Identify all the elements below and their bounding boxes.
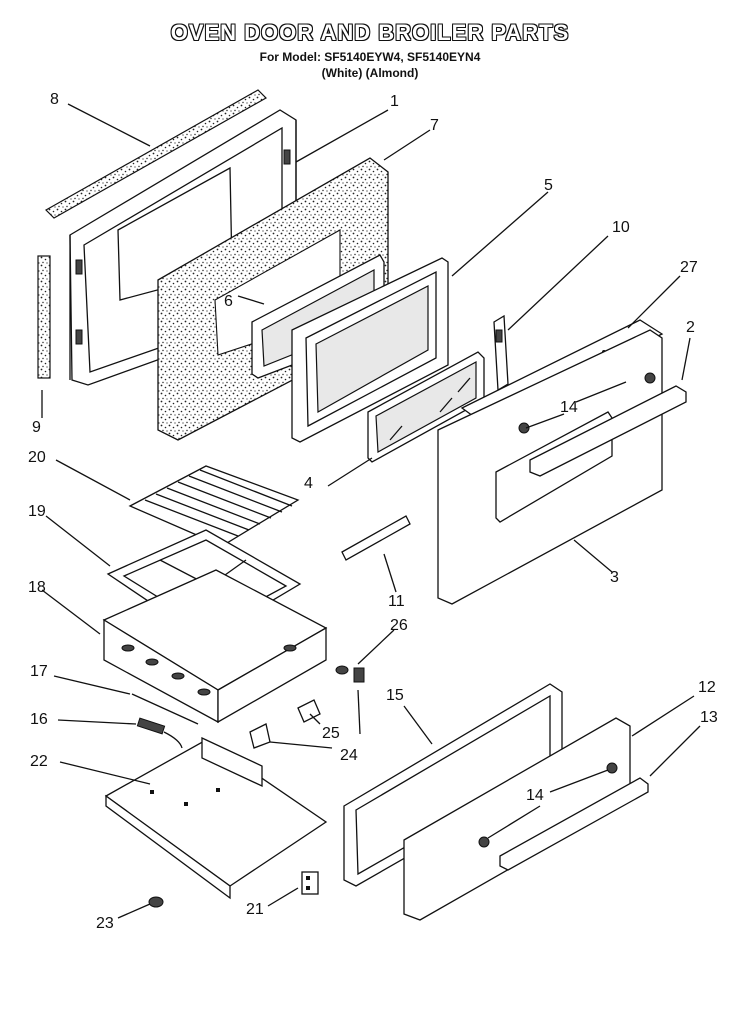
- part-11-clip: [341, 515, 411, 561]
- callout-26: 26: [390, 617, 408, 634]
- callout-15: 15: [386, 687, 404, 704]
- callout-21: 21: [246, 901, 264, 918]
- part-20-broiler-grid: [128, 465, 300, 547]
- page-title: OVEN DOOR AND BROILER PARTS: [170, 20, 570, 45]
- model-line: For Model: SF5140EYW4, SF5140EYN4: [259, 50, 481, 64]
- callout-16: 16: [30, 711, 48, 728]
- part-8-top-gasket: [45, 89, 267, 219]
- callout-13: 13: [700, 709, 718, 726]
- callout-23: 23: [96, 915, 114, 932]
- callout-4: 4: [304, 475, 313, 492]
- part-17-rod: [131, 693, 199, 725]
- callout-12: 12: [698, 679, 716, 696]
- callout-10: 10: [612, 219, 630, 236]
- part-22-broiler-floor: [104, 736, 328, 900]
- part-21-fastener: [301, 871, 319, 895]
- part-4-glass: [367, 351, 485, 463]
- callout-11: 11: [388, 593, 405, 610]
- part-23-fastener: [148, 896, 164, 908]
- callout-numbers: 8 1 7 5 6 10 27 2 14 9 20 19 18 17 16 22…: [28, 91, 718, 932]
- callout-22: 22: [30, 753, 48, 770]
- part-2-handle: [518, 372, 687, 477]
- callout-19: 19: [28, 503, 46, 520]
- part-9-side-gasket: [37, 255, 51, 379]
- part-16-spring: [136, 717, 183, 749]
- part-18-broiler-drawer: [102, 569, 328, 724]
- color-line: (White) (Almond): [321, 66, 419, 80]
- callout-18: 18: [28, 579, 46, 596]
- callout-6: 6: [224, 293, 233, 310]
- callout-1: 1: [390, 93, 399, 110]
- callout-27: 27: [680, 259, 698, 276]
- callout-8: 8: [50, 91, 59, 108]
- callout-25: 25: [322, 725, 340, 742]
- leader-lines: [41, 103, 701, 919]
- callout-14-upper: 14: [560, 399, 578, 416]
- part-26-screw: [335, 665, 365, 683]
- callout-9: 9: [32, 419, 41, 436]
- callout-2: 2: [686, 319, 695, 336]
- callout-3: 3: [610, 569, 619, 586]
- callout-24: 24: [340, 747, 358, 764]
- part-24-bracket: [249, 723, 271, 749]
- callout-5: 5: [544, 177, 553, 194]
- part-25-bracket: [297, 699, 321, 723]
- callout-17: 17: [30, 663, 48, 680]
- callout-14-lower: 14: [526, 787, 544, 804]
- part-5-window-frame: [291, 257, 449, 443]
- callout-7: 7: [430, 117, 439, 134]
- part-13-drawer-handle: [478, 762, 649, 871]
- part-10-hinge-bracket: [493, 314, 509, 392]
- callout-20: 20: [28, 449, 46, 466]
